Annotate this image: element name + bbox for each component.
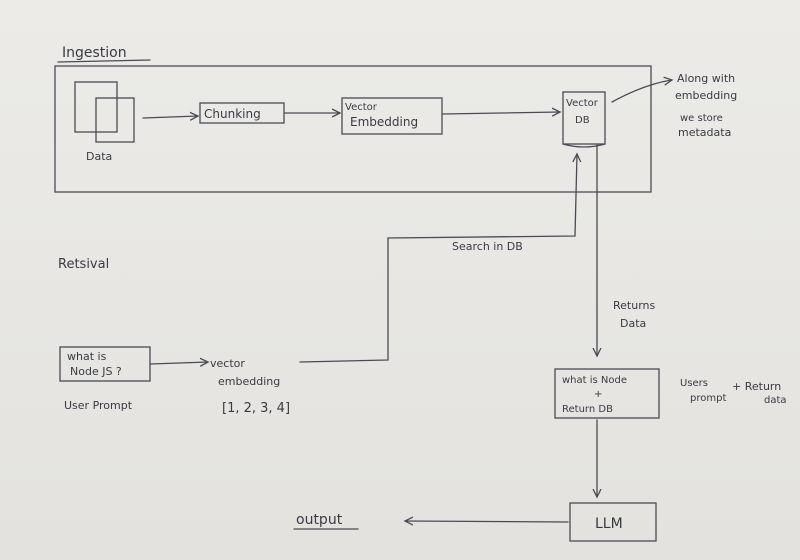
ingestion-frame — [54, 65, 652, 193]
retrieval-heading: Retsival — [58, 257, 109, 272]
chunking-box — [199, 102, 285, 124]
user-prompt-caption: User Prompt — [64, 399, 133, 412]
note-line3: we store — [680, 113, 723, 124]
arrow-data-to-chunking — [142, 116, 198, 118]
arrow-db-to-note — [611, 80, 672, 103]
vector-db-cylinder — [562, 91, 606, 148]
combined-prompt-box — [554, 368, 660, 419]
note-line1: Along with — [677, 72, 735, 85]
data-document-icon — [74, 81, 135, 143]
chunking-label: Chunking — [204, 107, 261, 121]
arrow-prompt-to-vector — [149, 362, 208, 364]
note-line4: metadata — [678, 126, 731, 139]
vector-embedding-line1: Vector — [345, 102, 378, 113]
ingestion-underline — [57, 59, 151, 63]
combined-plus: + — [594, 389, 602, 400]
combined-note-data: data — [764, 395, 787, 406]
combined-line2: Return DB — [562, 404, 613, 415]
combined-note-line2: prompt — [690, 393, 726, 404]
vector-embedding-line2: Embedding — [350, 115, 418, 129]
output-label: output — [296, 512, 343, 528]
combined-line1: what is Node — [562, 375, 627, 386]
llm-label: LLM — [595, 516, 623, 532]
vector-embedding-box — [341, 97, 443, 135]
search-label: Search in DB — [452, 240, 523, 253]
returns-line2: Data — [620, 317, 646, 330]
user-prompt-line2: Node JS ? — [70, 365, 122, 378]
vector-db-line2: DB — [575, 115, 590, 126]
combined-note-line1: Users — [680, 378, 708, 389]
note-line2: embedding — [675, 89, 737, 102]
query-vector-line1: vector — [210, 357, 245, 370]
query-vector-line2: embedding — [218, 375, 280, 388]
user-prompt-line1: what is — [67, 350, 107, 363]
search-path — [299, 154, 577, 363]
combined-note-plus: + Return — [732, 380, 781, 393]
query-vector-values: [1, 2, 3, 4] — [222, 401, 290, 416]
llm-box — [569, 502, 657, 542]
data-label: Data — [86, 150, 112, 163]
returns-line1: Returns — [613, 299, 656, 312]
vector-db-line1: Vector — [566, 98, 599, 109]
arrow-embedding-to-db — [442, 112, 560, 114]
arrow-llm-to-output — [405, 521, 569, 522]
ingestion-heading: Ingestion — [62, 45, 127, 61]
